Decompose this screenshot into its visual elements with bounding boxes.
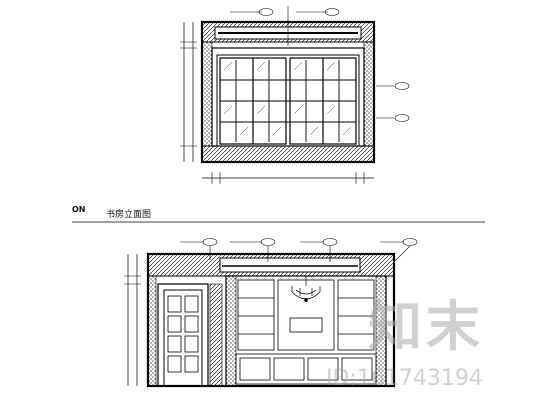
bookcase-right xyxy=(337,279,375,351)
window-casing xyxy=(211,47,365,147)
drawing-title: 书房立面图 xyxy=(106,210,152,220)
leader-tags-bottom xyxy=(180,238,418,263)
watermark-logo: 知末 xyxy=(368,295,484,358)
base-cabinets xyxy=(235,353,377,385)
watermark-id: ID:161743194 xyxy=(326,366,483,391)
window-muntins xyxy=(220,60,356,142)
bookcase-center xyxy=(277,279,335,351)
door-panels xyxy=(167,295,199,373)
window-elevation xyxy=(180,6,410,184)
caption-prefix: ON xyxy=(72,205,86,214)
leader-tags-top xyxy=(230,8,410,122)
door-leaf xyxy=(163,289,203,387)
floor-band xyxy=(201,145,375,163)
study-elevation xyxy=(124,238,418,388)
bookcase-left xyxy=(237,279,275,351)
chandelier-icon xyxy=(291,276,321,302)
door-casing xyxy=(157,283,209,387)
